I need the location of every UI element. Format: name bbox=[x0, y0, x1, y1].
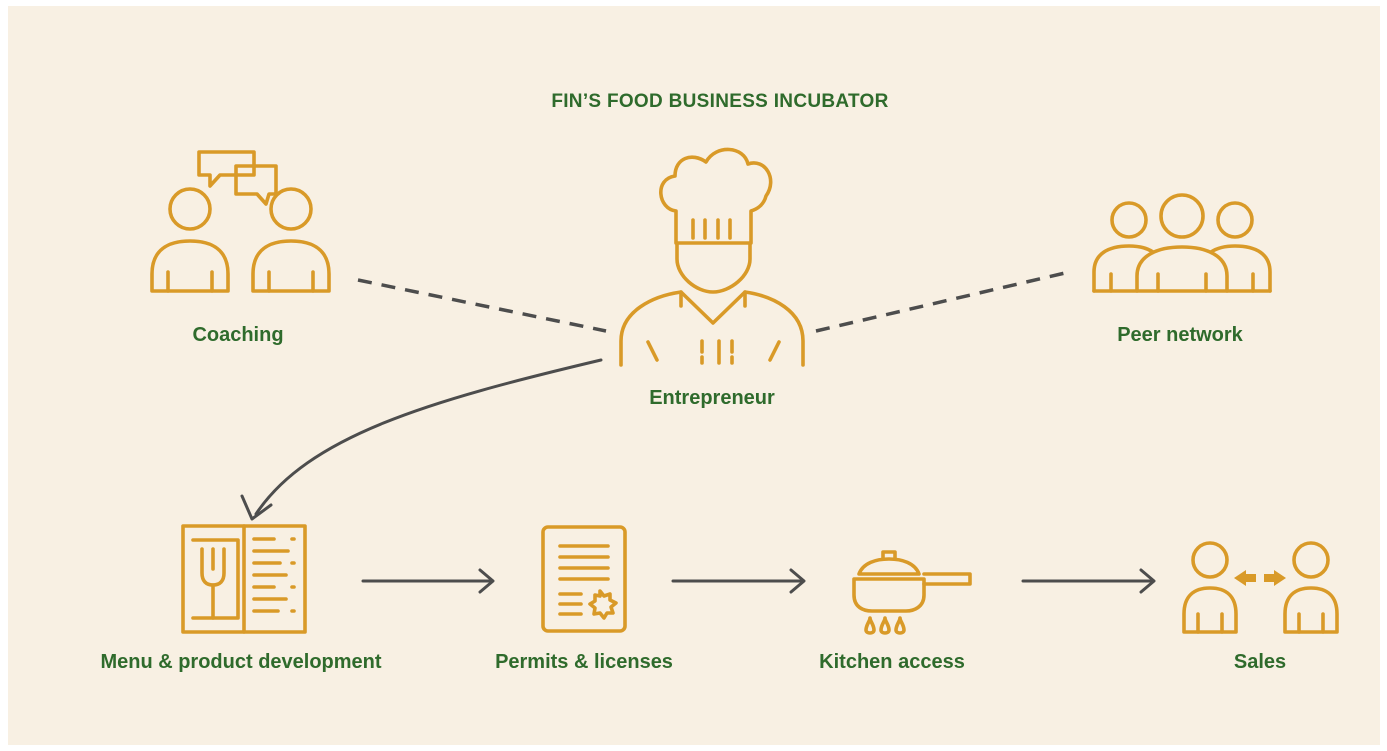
menu-to-permits-arrowhead bbox=[478, 568, 495, 594]
sales-label: Sales bbox=[1233, 651, 1287, 673]
chef-icon bbox=[619, 147, 805, 367]
permits-licenses-label: Permits & licenses bbox=[495, 651, 673, 673]
entrepreneur-to-menu-arrowhead bbox=[240, 494, 273, 521]
pan-on-stove-icon bbox=[852, 550, 972, 635]
entrepreneur-label: Entrepreneur bbox=[649, 387, 775, 409]
peer-network-connector-dashed bbox=[815, 271, 1066, 333]
diagram-canvas: FIN’S FOOD BUSINESS INCUBATOR Coaching E… bbox=[8, 6, 1380, 745]
kitchen-access-label: Kitchen access bbox=[819, 651, 965, 673]
menu-product-development-label: Menu & product development bbox=[100, 651, 382, 673]
entrepreneur-to-menu-arrow bbox=[254, 358, 603, 516]
menu-fork-icon bbox=[181, 524, 307, 634]
peer-network-label: Peer network bbox=[1117, 324, 1243, 346]
diagram-graphics bbox=[150, 147, 1339, 635]
coaching-connector-dashed bbox=[357, 278, 607, 333]
kitchen-to-sales-arrowhead bbox=[1139, 568, 1156, 594]
coaching-label: Coaching bbox=[192, 324, 284, 346]
exchange-people-icon bbox=[1182, 541, 1339, 634]
diagram-title: FIN’S FOOD BUSINESS INCUBATOR bbox=[551, 91, 889, 112]
permits-to-kitchen-arrowhead bbox=[789, 568, 806, 594]
group-people-icon bbox=[1092, 193, 1272, 293]
two-people-chat-icon bbox=[150, 150, 331, 293]
certificate-document-icon bbox=[541, 525, 627, 633]
